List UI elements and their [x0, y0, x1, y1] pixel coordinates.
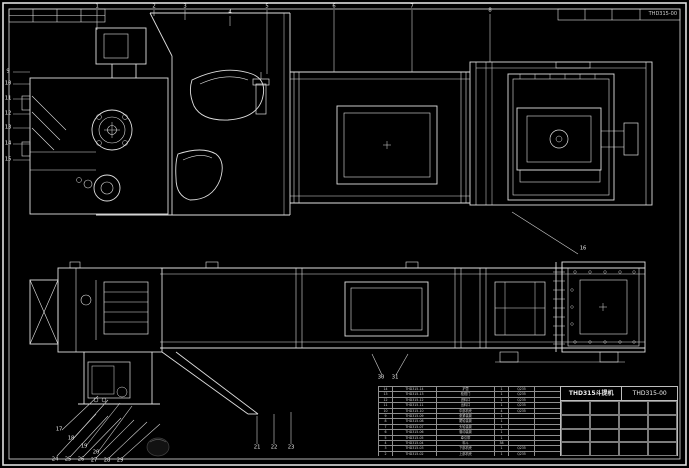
- callout-20: 20: [92, 449, 100, 456]
- callout-11: 11: [4, 95, 12, 102]
- callout-19: 19: [80, 443, 88, 450]
- callout-21: 21: [253, 444, 261, 451]
- callout-27: 27: [90, 457, 98, 464]
- callout-6: 6: [332, 3, 336, 10]
- callout-22: 22: [270, 444, 278, 451]
- callout-29: 29: [116, 457, 124, 464]
- callout-8: 8: [488, 7, 492, 14]
- leader-lines: [13, 10, 579, 459]
- callout-5: 5: [265, 3, 269, 10]
- callout-4: 4: [228, 9, 232, 16]
- callout-12: 12: [4, 110, 12, 117]
- callout-25: 25: [64, 456, 72, 463]
- callout-15: 15: [4, 156, 12, 163]
- top-right-stamp-number: THD315-00: [648, 11, 677, 17]
- top-right-stamp: THD315-00: [558, 9, 680, 20]
- callout-7: 7: [410, 3, 414, 10]
- callout-1: 1: [95, 3, 99, 10]
- plan-inspection-door: [344, 281, 429, 337]
- callout-9: 9: [6, 68, 10, 75]
- top-right-number-box: [557, 8, 681, 21]
- boot-motor-icon: [87, 361, 131, 403]
- callout-26: 26: [77, 456, 85, 463]
- callout-16: 16: [579, 245, 587, 252]
- callout-17: 17: [55, 426, 63, 433]
- drive-motor-icon: [516, 107, 639, 183]
- head-pulley-icon: [91, 109, 133, 151]
- boot-section: [29, 267, 259, 415]
- drawing-number: THD315-00: [632, 390, 667, 397]
- callout-30: 30: [377, 374, 385, 381]
- head-section: [21, 27, 169, 215]
- upper-view: [21, 12, 653, 216]
- drawing-title: THD315斗提机: [561, 387, 623, 400]
- top-left-revision-box: [8, 8, 106, 23]
- callout-3: 3: [183, 3, 187, 10]
- title-block-top-row: THD315斗提机 THD315-00: [561, 387, 677, 401]
- inspection-door: [336, 105, 438, 185]
- callout-31: 31: [391, 374, 399, 381]
- ink-stamp-icon: [146, 437, 170, 457]
- title-block-grid: [561, 401, 677, 456]
- callout-13: 13: [4, 124, 12, 131]
- bucket-lower-icon: [175, 149, 223, 201]
- bucket-upper-icon: [189, 69, 265, 121]
- tail-pulley-icon: [76, 174, 121, 202]
- bucket-section: [96, 12, 291, 216]
- callout-10: 10: [4, 80, 12, 87]
- discharge-chute: [161, 351, 259, 415]
- drive-section: [469, 61, 653, 206]
- middle-casing: [290, 71, 470, 204]
- title-block: THD315斗提机 THD315-00: [560, 386, 678, 456]
- callout-23: 23: [287, 444, 295, 451]
- body-casing: [69, 261, 645, 349]
- callout-2: 2: [152, 3, 156, 10]
- lower-view: [29, 261, 646, 415]
- callout-14: 14: [4, 140, 12, 147]
- callout-28: 28: [103, 457, 111, 464]
- drive-end: [479, 261, 646, 363]
- callout-18: 18: [67, 435, 75, 442]
- callout-24: 24: [51, 456, 59, 463]
